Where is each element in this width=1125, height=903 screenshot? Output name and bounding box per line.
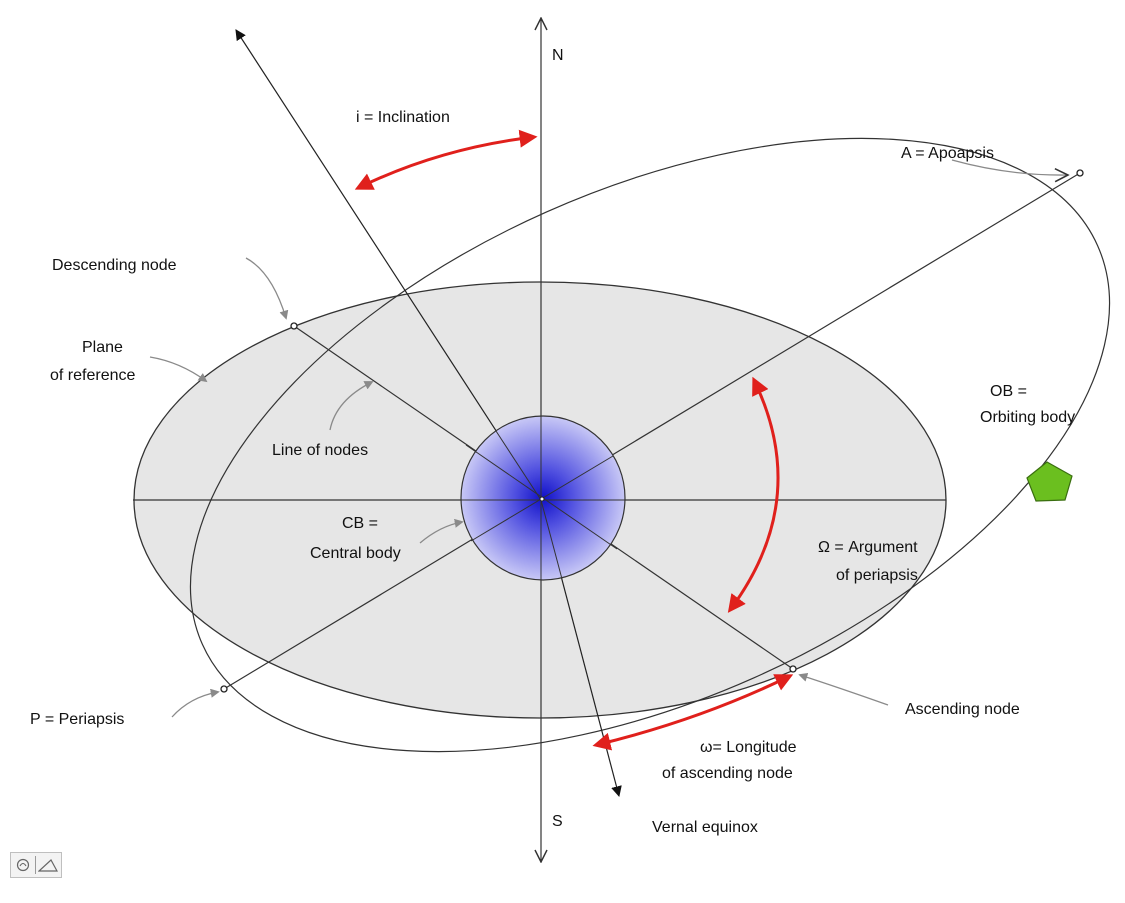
periapsis-label: P = Periapsis [30, 711, 124, 728]
apoapsis-pointer [951, 159, 1068, 175]
plane-label-line2: of reference [50, 367, 135, 384]
central-body-label-line1: CB = [342, 515, 378, 532]
central-body-pointer [419, 518, 464, 544]
toolbar-divider [35, 856, 36, 874]
periapsis-point [220, 685, 228, 693]
cb-equinox-segment [540, 499, 563, 580]
ascending-node-label: Ascending node [905, 701, 1020, 718]
inclination-label: i = Inclination [356, 109, 450, 126]
inclination-arrow [354, 129, 538, 190]
apoapsis-point [1076, 169, 1084, 177]
apsides-line [223, 172, 1081, 690]
central-body-center [539, 496, 545, 502]
vernal-equinox-label: Vernal equinox [652, 819, 758, 836]
image-toolbar [10, 852, 62, 878]
longitude-of-ascending-node-arrow [592, 674, 794, 751]
plane-label-line1: Plane [82, 339, 123, 356]
argument-label-line2: of periapsis [836, 567, 918, 584]
orbiting-body-label-line2: Orbiting body [980, 409, 1075, 426]
longitude-label-line1: ω= Longitude [700, 739, 797, 756]
ascending-node-pointer [798, 672, 889, 706]
orbiting-body [1026, 461, 1073, 502]
periapsis-pointer [171, 688, 220, 718]
south-label: S [552, 813, 563, 830]
line-of-nodes-pointer [329, 381, 374, 431]
image-tool-icon[interactable] [11, 853, 35, 877]
descending-node-point [290, 322, 298, 330]
ascending-node-point [789, 665, 797, 673]
line-of-nodes-label: Line of nodes [272, 442, 368, 459]
plane-pointer [149, 356, 208, 383]
triangle-tool-icon[interactable] [36, 853, 60, 877]
orbiting-body-label-line1: OB = [990, 383, 1027, 400]
argument-of-periapsis-arrow [727, 376, 780, 613]
argument-label-line1: Ω = Argument [818, 539, 918, 556]
apoapsis-label: A = Apoapsis [901, 145, 994, 162]
cb-normal-segment [495, 430, 542, 501]
longitude-label-line2: of ascending node [662, 765, 793, 782]
descending-node-pointer [245, 257, 289, 320]
orbit-normal-axis [235, 29, 542, 501]
north-label: N [552, 47, 564, 64]
central-body-label-line2: Central body [310, 545, 401, 562]
descending-node-label: Descending node [52, 257, 177, 274]
